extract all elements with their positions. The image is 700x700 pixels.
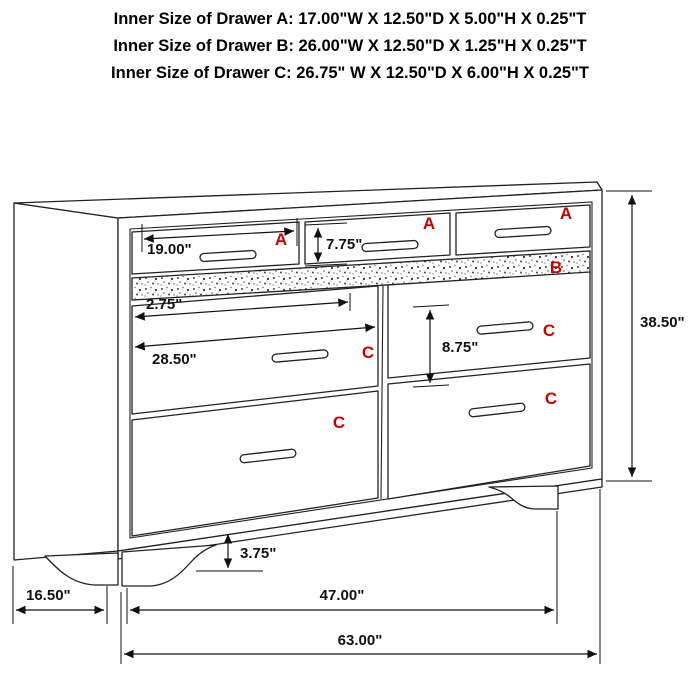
- letter-a2: A: [423, 214, 435, 233]
- tick-c-height-top: [412, 304, 450, 308]
- handle-a3: [494, 225, 552, 239]
- letter-c-right-top: C: [543, 321, 555, 340]
- front-right-foot: [488, 485, 559, 510]
- arrow-b-height: [134, 298, 349, 321]
- handle-a1: [199, 249, 257, 263]
- tick-a-height-bottom: [304, 263, 348, 267]
- letter-c-left-top: C: [362, 343, 374, 362]
- dim-foot-height: 3.75": [240, 545, 276, 562]
- inner-size-header: Inner Size of Drawer A: 17.00"W X 12.50"…: [0, 6, 700, 87]
- drawer-a2: [304, 212, 451, 265]
- dim-c-height: 8.75": [442, 339, 478, 356]
- center-divider: [380, 285, 384, 500]
- tick-c-height-bottom: [412, 384, 450, 388]
- side-foot: [44, 552, 119, 586]
- handle-a2: [361, 239, 419, 253]
- handle-c-right-bottom: [468, 402, 526, 418]
- letter-c-left-bottom: C: [333, 413, 345, 432]
- dim-overall-height: 38.50": [640, 314, 685, 331]
- front-left-foot: [121, 544, 217, 587]
- dimension-annotations: 19.00" 7.75" 2.75" 28.50" 8.75" 38.50": [12, 190, 685, 664]
- drawer-c-left-bottom: [131, 390, 379, 537]
- dim-a-width: 19.00": [147, 241, 192, 258]
- face-inner-frame: [129, 201, 593, 539]
- drawer-handles: [199, 225, 552, 464]
- tick-a-height-top: [304, 222, 348, 226]
- dim-a-height: 7.75": [326, 236, 362, 253]
- handle-c-left-bottom: [239, 448, 297, 464]
- drawer-b-inner-size-text: Inner Size of Drawer B: 26.00"W X 12.50"…: [113, 37, 587, 55]
- drawer-c-right-bottom: [387, 363, 591, 500]
- side-panel: [13, 202, 119, 561]
- letter-b: B: [550, 258, 562, 277]
- arrow-c-width: [134, 323, 376, 351]
- handle-c-right-top: [476, 321, 534, 335]
- drawer-a-inner-size-text: Inner Size of Drawer A: 17.00"W X 12.50"…: [113, 10, 587, 28]
- drawer-c-inner-size-text: Inner Size of Drawer C: 26.75" W X 12.50…: [111, 64, 589, 82]
- dim-feet-span: 47.00": [320, 587, 365, 604]
- dim-c-width: 28.50": [152, 351, 197, 368]
- letter-c-right-bottom: C: [545, 389, 557, 408]
- arrow-a-width: [143, 227, 295, 243]
- letter-a3: A: [560, 204, 572, 223]
- dim-b-height: 2.75": [146, 296, 182, 313]
- dim-overall-width: 63.00": [338, 632, 383, 649]
- dim-depth: 16.50": [26, 587, 71, 604]
- handle-c-left-top: [271, 349, 329, 363]
- letter-a1: A: [275, 230, 287, 249]
